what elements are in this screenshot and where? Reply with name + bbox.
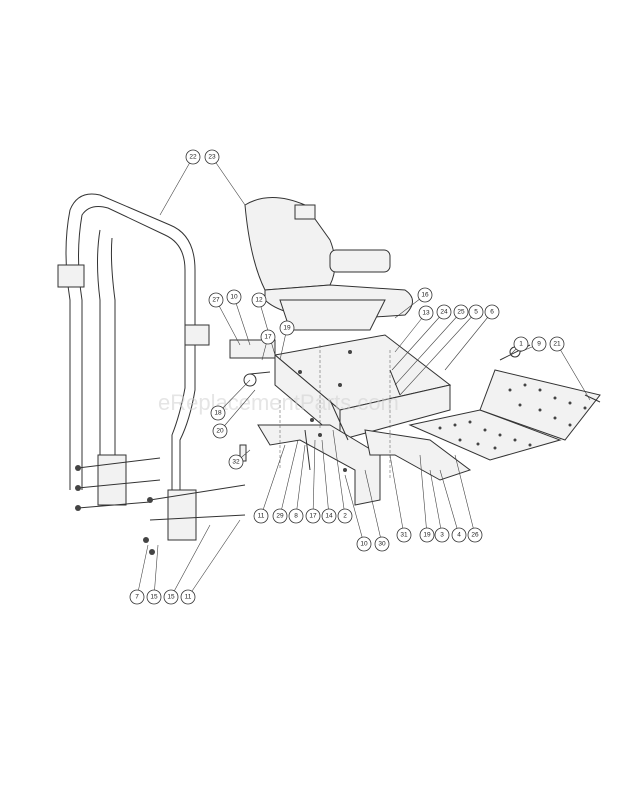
callout-10: 10: [226, 289, 242, 305]
svg-text:27: 27: [212, 297, 220, 304]
frame-brackets: [257, 345, 472, 506]
svg-text:13: 13: [422, 310, 430, 317]
rops-bolts: [75, 457, 246, 555]
svg-text:19: 19: [283, 325, 291, 332]
svg-text:19: 19: [423, 532, 431, 539]
svg-text:10: 10: [230, 294, 238, 301]
callout-15-a: 15: [146, 589, 162, 605]
callout-16: 16: [417, 287, 433, 303]
callout-10-low: 10: [356, 536, 372, 552]
callout-30: 30: [374, 536, 390, 552]
foot-plate: [408, 344, 601, 461]
svg-text:11: 11: [258, 513, 265, 520]
callout-27: 27: [208, 292, 224, 308]
callout-22: 22: [185, 149, 201, 165]
svg-text:12: 12: [255, 297, 263, 304]
svg-text:3: 3: [440, 532, 444, 539]
callout-21: 21: [549, 336, 565, 352]
callout-32: 32: [228, 454, 244, 470]
callout-23: 23: [204, 149, 220, 165]
svg-text:6: 6: [490, 309, 494, 316]
svg-text:15: 15: [150, 594, 158, 601]
svg-text:15: 15: [167, 594, 175, 601]
callout-6: 6: [484, 304, 500, 320]
callout-17-mid: 17: [305, 508, 321, 524]
svg-text:24: 24: [440, 309, 448, 316]
callout-18: 18: [210, 405, 226, 421]
callout-8: 8: [288, 508, 304, 524]
svg-text:22: 22: [189, 154, 197, 161]
svg-text:20: 20: [216, 428, 224, 435]
svg-text:9: 9: [537, 341, 541, 348]
callout-29: 29: [272, 508, 288, 524]
svg-text:2: 2: [343, 513, 347, 520]
svg-text:8: 8: [294, 513, 298, 520]
callout-25: 25: [453, 304, 469, 320]
callout-11-mid: 11: [253, 508, 269, 524]
callout-31: 31: [396, 527, 412, 543]
svg-text:30: 30: [378, 541, 386, 548]
svg-text:29: 29: [276, 513, 284, 520]
callout-7: 7: [129, 589, 145, 605]
callout-12: 12: [251, 292, 267, 308]
svg-text:32: 32: [232, 459, 240, 466]
callout-4: 4: [451, 527, 467, 543]
callout-9: 9: [531, 336, 547, 352]
svg-text:18: 18: [214, 410, 222, 417]
callout-17-top: 17: [260, 329, 276, 345]
svg-text:11: 11: [185, 594, 192, 601]
callout-2: 2: [337, 508, 353, 524]
callout-1-top: 1: [513, 336, 529, 352]
callout-3: 3: [434, 527, 450, 543]
callout-24: 24: [436, 304, 452, 320]
callout-15-b: 15: [163, 589, 179, 605]
svg-text:26: 26: [471, 532, 479, 539]
svg-text:31: 31: [400, 532, 408, 539]
svg-text:14: 14: [325, 513, 333, 520]
callout-5: 5: [468, 304, 484, 320]
svg-text:16: 16: [421, 292, 429, 299]
svg-text:17: 17: [309, 513, 317, 520]
rops-bar: [57, 193, 210, 541]
svg-text:5: 5: [474, 309, 478, 316]
svg-text:4: 4: [457, 532, 461, 539]
svg-text:25: 25: [457, 309, 465, 316]
callout-19-top: 19: [279, 320, 295, 336]
callout-14: 14: [321, 508, 337, 524]
svg-text:17: 17: [264, 334, 272, 341]
watermark: eReplacementParts.com: [158, 390, 399, 415]
callout-19-low: 19: [419, 527, 435, 543]
svg-text:7: 7: [135, 594, 139, 601]
plate-holes: [438, 383, 587, 450]
callout-26: 26: [467, 527, 483, 543]
callout-11-low: 11: [180, 589, 196, 605]
svg-text:23: 23: [208, 154, 216, 161]
svg-text:10: 10: [360, 541, 368, 548]
callout-13: 13: [418, 305, 434, 321]
svg-text:1: 1: [519, 341, 523, 348]
callout-20: 20: [212, 423, 228, 439]
seat: [244, 197, 413, 331]
svg-text:21: 21: [553, 341, 561, 348]
